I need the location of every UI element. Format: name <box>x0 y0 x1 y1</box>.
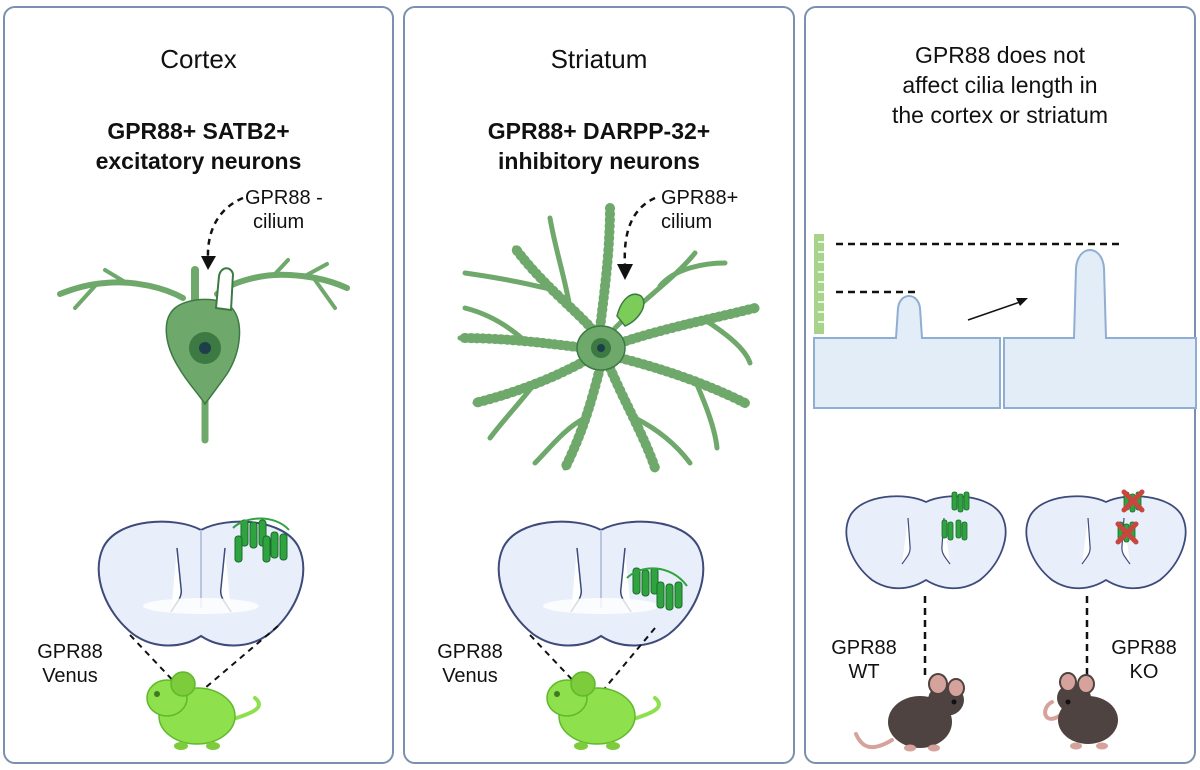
mouse-label-line1: GPR88 <box>37 641 103 663</box>
cell-membrane-long-cilium <box>1003 249 1197 409</box>
pyramidal-neuron-icon <box>57 258 350 444</box>
mouse-label-line2: Venus <box>442 665 498 687</box>
brain-coronal-section-icon <box>97 520 305 647</box>
cilium-icon <box>616 293 645 327</box>
panel-subtitle-line1: GPR88+ DARPP-32+ <box>487 118 711 144</box>
mouse-icon <box>146 671 261 750</box>
mouse-icon <box>854 673 965 752</box>
panel-cilia-length: GPR88 does not affect cilia length in th… <box>804 6 1197 764</box>
mouse-icon <box>546 671 661 750</box>
mouse-label-line2: Venus <box>42 665 98 687</box>
panel-subtitle-line2: inhibitory neurons <box>498 148 700 174</box>
red-cross-icon <box>1115 489 1145 545</box>
mouse-icon <box>1043 672 1118 750</box>
ko-label-line2: KO <box>1129 661 1159 683</box>
panel-subtitle-line2: excitatory neurons <box>95 148 302 174</box>
wt-label-line1: GPR88 <box>831 637 897 659</box>
cilium-label-line1: GPR88+ <box>661 187 739 209</box>
panel-title-line3: the cortex or striatum <box>891 102 1109 128</box>
arrow-icon <box>967 298 1028 321</box>
panel-title-line2: affect cilia length in <box>902 72 1098 98</box>
wt-label-line2: WT <box>848 661 880 683</box>
gpcr-receptor-icon <box>941 491 970 541</box>
panel-subtitle-line1: GPR88+ SATB2+ <box>107 118 290 144</box>
panel-striatum: Striatum GPR88+ DARPP-32+ inhibitory neu… <box>403 6 795 764</box>
brain-coronal-section-icon <box>497 520 705 647</box>
dashed-arrow-icon <box>617 196 656 280</box>
panel-cortex: Cortex GPR88+ SATB2+ excitatory neurons … <box>3 6 394 764</box>
cell-membrane-short-cilium <box>813 295 1001 409</box>
panel-title: Cortex <box>160 44 237 74</box>
cilium-icon <box>214 267 235 312</box>
brain-coronal-section-icon <box>845 495 1007 590</box>
dashed-arrow-icon <box>201 196 244 270</box>
cilium-label-line1: GPR88 - <box>245 187 323 209</box>
cilium-label-line2: cilium <box>253 211 305 233</box>
brain-coronal-section-icon <box>1025 495 1187 590</box>
ruler-icon <box>814 234 824 334</box>
gpcr-receptor-icon <box>626 567 688 611</box>
cilium-label-line2: cilium <box>661 211 713 233</box>
ko-label-line1: GPR88 <box>1111 637 1177 659</box>
gpcr-receptor-icon <box>232 517 290 563</box>
panel-title-line1: GPR88 does not <box>914 42 1086 68</box>
panel-title: Striatum <box>550 44 648 74</box>
mouse-label-line1: GPR88 <box>437 641 503 663</box>
